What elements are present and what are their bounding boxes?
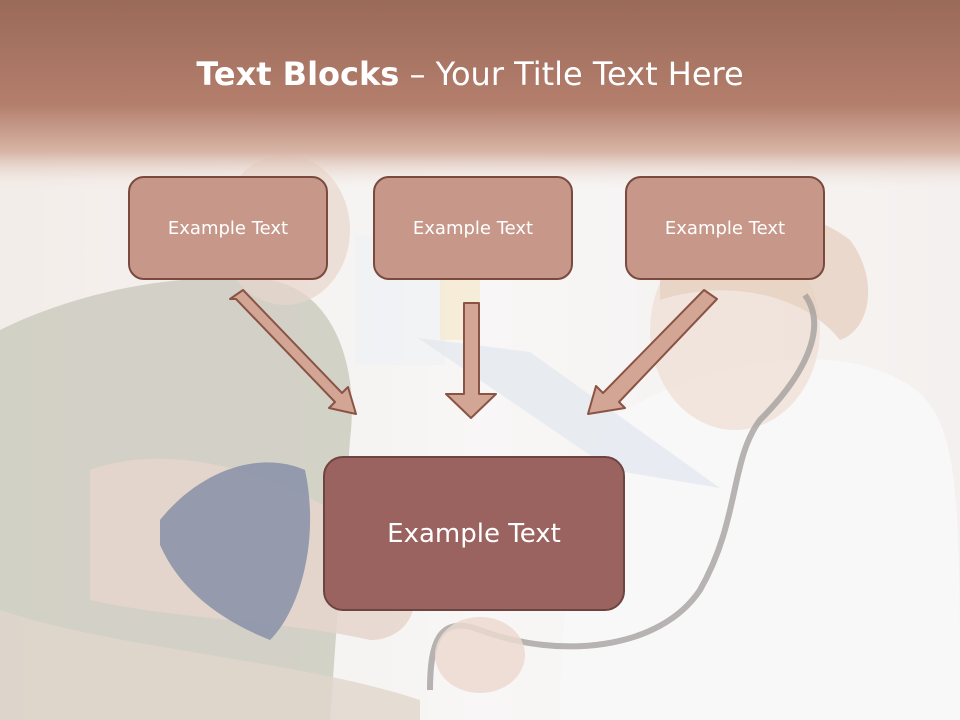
arrow-center: [445, 302, 497, 419]
text-block-main[interactable]: Example Text: [323, 456, 625, 611]
title-bold: Text Blocks: [196, 55, 400, 93]
arrow-left: [229, 289, 357, 415]
text-block-2[interactable]: Example Text: [373, 176, 573, 280]
arrow-right: [587, 289, 718, 415]
slide-title: Text Blocks – Your Title Text Here: [0, 52, 940, 96]
title-rest: Your Title Text Here: [435, 55, 744, 93]
text-block-1[interactable]: Example Text: [128, 176, 328, 280]
text-block-3[interactable]: Example Text: [625, 176, 825, 280]
title-separator: –: [399, 55, 436, 93]
